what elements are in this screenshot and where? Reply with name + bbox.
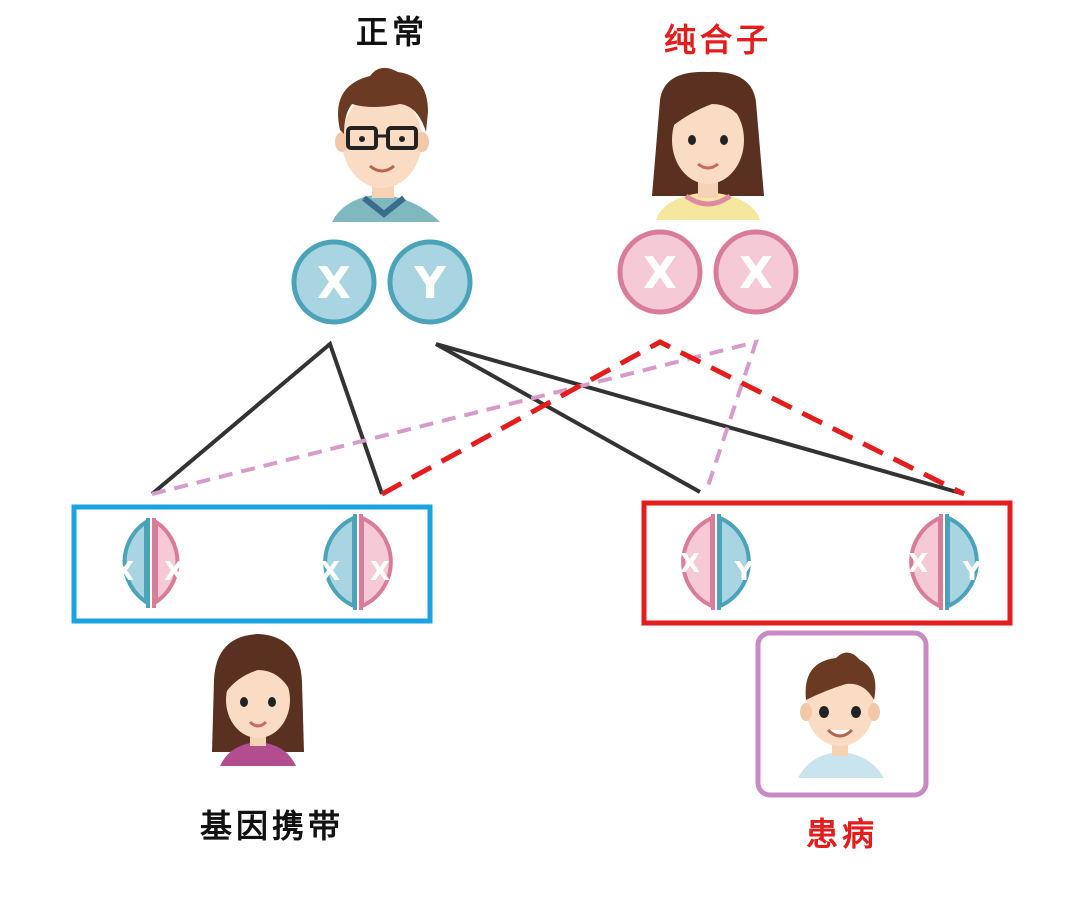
father-label: 正常 bbox=[356, 13, 429, 51]
father-y-letter: Y bbox=[413, 258, 447, 309]
mother-x-letter-1: X bbox=[643, 248, 677, 299]
son-genotype-2: X Y bbox=[908, 514, 983, 610]
father-x-chromosome: X bbox=[291, 239, 377, 325]
son-avatar bbox=[798, 652, 884, 778]
mother-label: 纯合子 bbox=[664, 21, 773, 59]
father-y-line bbox=[435, 342, 965, 496]
father-y-chromosome: Y bbox=[387, 239, 473, 325]
daughters-label: 基因携带 bbox=[200, 807, 345, 845]
father-x-line bbox=[150, 340, 384, 496]
daughter-1-x-maternal: X bbox=[164, 557, 184, 587]
son-1-y-paternal: Y bbox=[734, 557, 755, 587]
daughter-1-x-paternal: X bbox=[114, 557, 134, 587]
daughter-2-x-paternal: X bbox=[320, 557, 340, 587]
father-avatar bbox=[332, 67, 440, 222]
mother-x-chromosome-1: X bbox=[617, 229, 703, 315]
father-chromosomes: X Y bbox=[291, 239, 473, 325]
father-x-letter: X bbox=[317, 258, 351, 309]
mother-affected-dashed-line bbox=[380, 339, 966, 497]
daughter-genotype-1: X X bbox=[114, 518, 184, 608]
son-2-x-maternal: X bbox=[908, 549, 928, 579]
daughter-2-x-maternal: X bbox=[370, 557, 390, 587]
mother-avatar bbox=[652, 71, 764, 220]
mother-x-letter-2: X bbox=[739, 248, 773, 299]
sons-box bbox=[641, 500, 1013, 626]
daughter-genotype-2: X X bbox=[320, 514, 393, 610]
son-1-x-maternal: X bbox=[680, 549, 700, 579]
daughter-avatar bbox=[212, 634, 304, 766]
mother-chromosomes: X X bbox=[617, 229, 799, 315]
daughters-box bbox=[71, 504, 433, 624]
sons-label: 患病 bbox=[806, 815, 879, 853]
son-genotype-1: X Y bbox=[680, 514, 755, 610]
mother-x-chromosome-2: X bbox=[713, 229, 799, 315]
mother-dashed-line bbox=[151, 339, 760, 496]
inheritance-lines bbox=[150, 339, 966, 497]
son-2-y-paternal: Y bbox=[962, 557, 983, 587]
